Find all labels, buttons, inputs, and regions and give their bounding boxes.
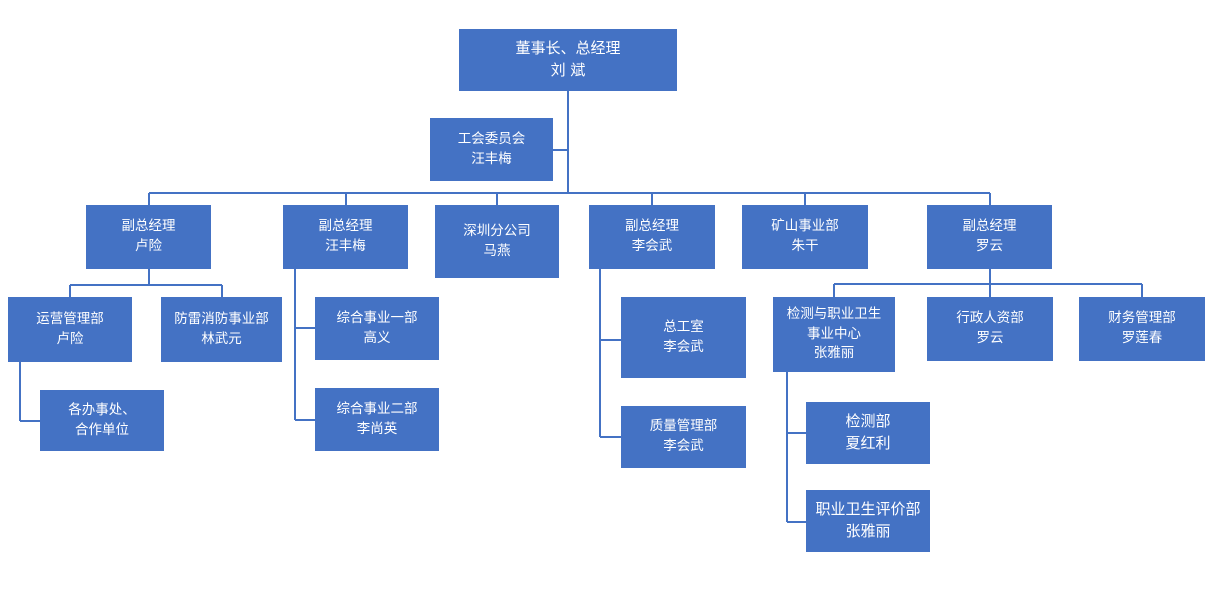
node-vp-luo: 副总经理 罗云 (927, 205, 1052, 269)
node-testing-center: 检测与职业卫生 事业中心 张雅丽 (773, 297, 895, 372)
node-finance-title: 财务管理部 (1108, 310, 1176, 327)
node-quality-title: 质量管理部 (649, 418, 718, 435)
node-vp-lu: 副总经理 卢险 (86, 205, 211, 269)
node-testing-center-name: 张雅丽 (813, 345, 855, 362)
node-testing-name: 夏红利 (845, 434, 891, 452)
node-ceo: 董事长、总经理 刘 斌 (459, 29, 677, 91)
node-biz1-title: 综合事业一部 (336, 309, 418, 326)
node-testing-center-line1: 检测与职业卫生 (786, 306, 882, 323)
node-ops-title: 运营管理部 (36, 310, 104, 327)
node-biz2-name: 李尚英 (356, 420, 398, 437)
node-chief-eng-title: 总工室 (663, 318, 704, 335)
node-vp-li-title: 副总经理 (625, 218, 679, 235)
node-vp-li: 副总经理 李会武 (589, 205, 715, 269)
node-vp-lu-name: 卢险 (135, 238, 162, 254)
node-biz1: 综合事业一部 高义 (315, 297, 439, 360)
node-vp-li-name: 李会武 (631, 238, 673, 254)
node-offices-line1: 各办事处、 (68, 401, 136, 418)
node-vp-luo-title: 副总经理 (962, 218, 1017, 235)
node-union-title: 工会委员会 (457, 130, 526, 147)
node-ops: 运营管理部 卢险 (8, 297, 132, 362)
node-ceo-name: 刘 斌 (550, 61, 586, 79)
node-testing: 检测部 夏红利 (806, 402, 930, 464)
node-biz2: 综合事业二部 李尚英 (315, 388, 439, 451)
node-testing-title: 检测部 (845, 412, 891, 431)
node-union: 工会委员会 汪丰梅 (430, 118, 553, 181)
node-shenzhen-name: 马燕 (483, 242, 511, 259)
node-biz1-name: 高义 (363, 329, 391, 346)
node-occ-health-title: 职业卫生评价部 (815, 500, 921, 519)
node-vp-luo-name: 罗云 (976, 238, 1003, 254)
node-offices: 各办事处、 合作单位 (40, 390, 164, 451)
node-hr-name: 罗云 (976, 330, 1004, 346)
node-finance-name: 罗莲春 (1121, 330, 1163, 346)
node-chief-eng: 总工室 李会武 (621, 297, 746, 378)
node-fire: 防雷消防事业部 林武元 (161, 297, 282, 362)
node-hr-title: 行政人资部 (956, 310, 1024, 327)
node-occ-health: 职业卫生评价部 张雅丽 (806, 490, 930, 552)
node-quality: 质量管理部 李会武 (621, 406, 746, 468)
node-shenzhen: 深圳分公司 马燕 (435, 205, 559, 278)
node-biz2-title: 综合事业二部 (336, 400, 418, 417)
node-fire-name: 林武元 (201, 330, 242, 347)
node-shenzhen-title: 深圳分公司 (463, 222, 531, 239)
node-vp-lu-title: 副总经理 (121, 218, 176, 235)
node-vp-wang: 副总经理 汪丰梅 (283, 205, 408, 269)
node-fire-title: 防雷消防事业部 (174, 310, 269, 327)
node-offices-line2: 合作单位 (75, 421, 129, 438)
node-vp-wang-title: 副总经理 (318, 218, 373, 235)
node-testing-center-line2: 事业中心 (807, 325, 861, 342)
node-mining: 矿山事业部 朱干 (742, 205, 868, 269)
node-hr: 行政人资部 罗云 (927, 297, 1053, 361)
node-ceo-title: 董事长、总经理 (515, 39, 621, 58)
node-vp-wang-name: 汪丰梅 (325, 238, 366, 254)
node-quality-name: 李会武 (663, 438, 704, 454)
node-mining-name: 朱干 (791, 238, 819, 254)
node-finance: 财务管理部 罗莲春 (1079, 297, 1205, 361)
node-mining-title: 矿山事业部 (771, 218, 839, 235)
node-occ-health-name: 张雅丽 (845, 522, 891, 540)
node-union-name: 汪丰梅 (471, 150, 512, 167)
node-ops-name: 卢险 (56, 330, 84, 347)
node-chief-eng-name: 李会武 (663, 338, 704, 355)
